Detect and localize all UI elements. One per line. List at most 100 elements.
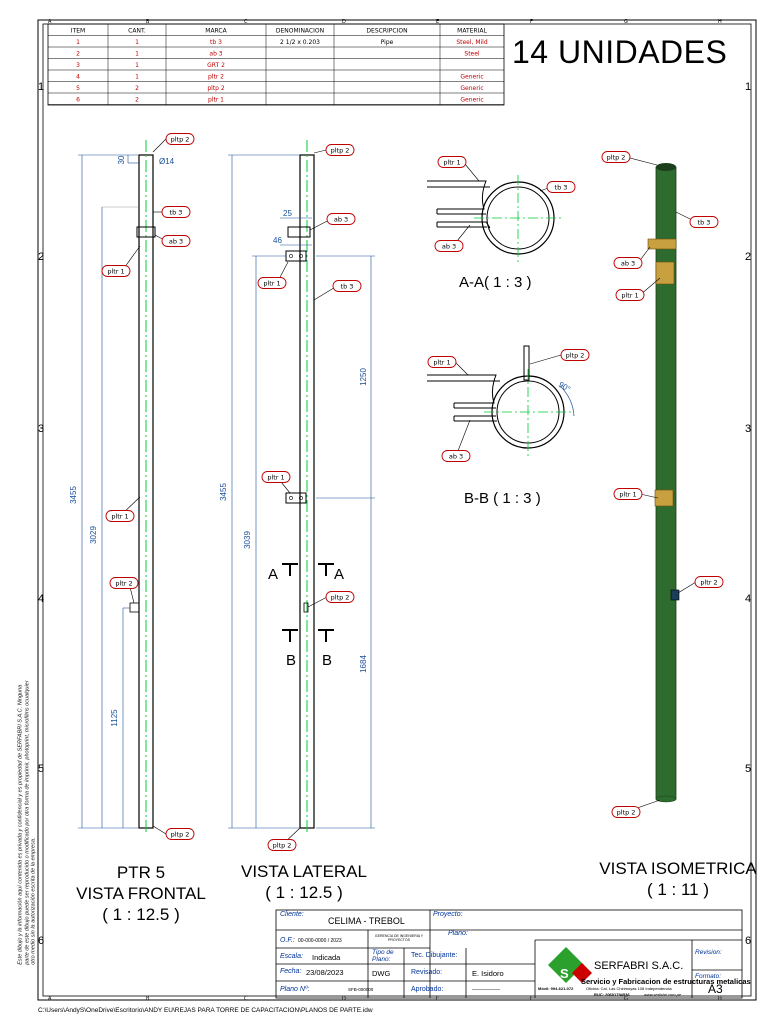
grid-column-letter-bottom: A <box>48 996 52 1002</box>
dim-lateral-total: 3455 <box>219 483 228 501</box>
iso-plate-mid <box>654 489 674 507</box>
section-marker-a <box>282 563 334 642</box>
svg-text:pltp 2: pltp 2 <box>171 831 190 839</box>
bom-cell: pltp 2 <box>207 85 225 92</box>
section-marker-a-left: A <box>268 566 279 583</box>
grid-row-number-left: 1 <box>38 81 44 93</box>
callout-pltp2: pltp 2 <box>611 806 641 818</box>
frontal-dimensions <box>78 154 140 829</box>
frontal-view-name: PTR 5 <box>116 863 166 882</box>
svg-text:pltr 1: pltr 1 <box>107 268 124 276</box>
bom-header-cell: DESCRIPCION <box>366 28 407 35</box>
callout-pltr1: pltr 1 <box>101 265 131 277</box>
lateral-view-label: VISTA LATERAL ( 1 : 12.5 ) <box>214 861 394 903</box>
dim-frontal-3029: 3029 <box>89 526 98 544</box>
callout-pltr2: pltr 2 <box>109 577 139 589</box>
grid-column-letter-bottom: B <box>146 996 150 1002</box>
frontal-view-label: PTR 5 VISTA FRONTAL ( 1 : 12.5 ) <box>46 862 236 925</box>
title-block-frame <box>275 909 743 999</box>
grid-column-letter-bottom: H <box>718 996 722 1002</box>
company-logo: S <box>548 947 592 983</box>
dim-angle: 90° <box>557 380 572 394</box>
grid-column-letter-top: H <box>718 19 722 25</box>
grid-column-letter-top: A <box>48 19 52 25</box>
svg-text:pltr 1: pltr 1 <box>263 280 280 288</box>
grid-column-letter-top: E <box>436 19 439 25</box>
section-aa <box>427 175 562 262</box>
callout-pltp2: pltp 2 <box>325 144 355 156</box>
callout-leaders <box>119 138 697 846</box>
frontal-view: 3455 3029 1125 30 Ø14 <box>69 140 175 835</box>
svg-text:pltp 2: pltp 2 <box>273 842 292 850</box>
grid-column-letter-top: B <box>146 19 150 25</box>
lateral-view-scale: ( 1 : 12.5 ) <box>265 883 343 902</box>
callout-tb3: tb 3 <box>689 216 719 228</box>
iso-clamp <box>647 238 677 250</box>
callout-ab3: ab 3 <box>441 450 471 462</box>
svg-text:ab 3: ab 3 <box>442 243 456 251</box>
lateral-clamp <box>287 226 311 238</box>
grid-column-letter-top: D <box>342 19 346 25</box>
grid-row-number-right: 1 <box>745 81 751 93</box>
bom-header-cell: MARCA <box>205 28 227 35</box>
sheet-border <box>37 19 757 1001</box>
dim-frontal-total: 3455 <box>69 486 78 504</box>
svg-text:pltr 1: pltr 1 <box>621 292 638 300</box>
bom-cell: Generic <box>460 74 483 81</box>
svg-text:pltp 2: pltp 2 <box>171 136 190 144</box>
grid-row-number-right: 5 <box>745 763 751 775</box>
grid-row-number-right: 2 <box>745 251 751 263</box>
grid-column-letter-bottom: F <box>530 996 533 1002</box>
sheet-inner-border <box>42 23 752 997</box>
grid-row-number-left: 6 <box>38 935 44 947</box>
bom-cell: 1 <box>135 74 139 81</box>
svg-text:pltp 2: pltp 2 <box>331 147 350 155</box>
grid-row-number-right: 3 <box>745 423 751 435</box>
iso-pipe-top <box>656 163 676 171</box>
sheet-title: 14 UNIDADES <box>512 34 728 70</box>
section-bb-label: B-B ( 1 : 3 ) <box>464 490 541 507</box>
bom-cell: Generic <box>460 85 483 92</box>
callout-ab3: ab 3 <box>161 235 191 247</box>
grid-column-letter-bottom: E <box>436 996 439 1002</box>
callout-tb3: tb 3 <box>332 280 362 292</box>
bom-cell: 6 <box>76 97 80 104</box>
svg-text:tb 3: tb 3 <box>341 283 354 291</box>
bom-cell: 2 <box>76 51 80 58</box>
frontal-plate <box>129 602 140 613</box>
callout-pltr2: pltr 2 <box>694 576 724 588</box>
bom-cell: tb 3 <box>210 39 222 46</box>
confidentiality-note: Este dibujo y la información aquí conten… <box>17 680 37 965</box>
bom-cell: 1 <box>135 39 139 46</box>
svg-text:ab 3: ab 3 <box>334 216 348 224</box>
grid-column-letter-top: F <box>530 19 533 25</box>
dim-lateral-25: 25 <box>283 209 292 218</box>
grid-column-letter-bottom: C <box>244 996 248 1002</box>
svg-text:tb 3: tb 3 <box>698 219 711 227</box>
callout-ab3: ab 3 <box>613 257 643 269</box>
svg-text:pltr 1: pltr 1 <box>267 474 284 482</box>
isometric-view-label: VISTA ISOMETRICA ( 1 : 11 ) <box>588 858 768 900</box>
svg-text:pltr 2: pltr 2 <box>700 579 717 587</box>
isometric-view-scale: ( 1 : 11 ) <box>646 880 710 899</box>
callout-pltp2: pltp 2 <box>165 133 195 145</box>
section-aa-label: A-A( 1 : 3 ) <box>459 274 532 291</box>
grid-row-number-left: 2 <box>38 251 44 263</box>
svg-text:pltp 2: pltp 2 <box>331 594 350 602</box>
grid-row-number-left: 4 <box>38 593 44 605</box>
callout-ab3: ab 3 <box>326 213 356 225</box>
callout-pltp2: pltp 2 <box>165 828 195 840</box>
grid-row-number-right: 4 <box>745 593 751 605</box>
callout-pltp2: pltp 2 <box>601 151 631 163</box>
callout-tb3: tb 3 <box>161 206 191 218</box>
svg-text:pltr 1: pltr 1 <box>619 491 636 499</box>
frontal-clamp <box>136 226 156 238</box>
bom-cell: 1 <box>135 62 139 69</box>
grid-row-number-left: 3 <box>38 423 44 435</box>
svg-text:pltr 1: pltr 1 <box>111 513 128 521</box>
svg-text:tb 3: tb 3 <box>555 184 568 192</box>
svg-text:ab 3: ab 3 <box>449 453 463 461</box>
